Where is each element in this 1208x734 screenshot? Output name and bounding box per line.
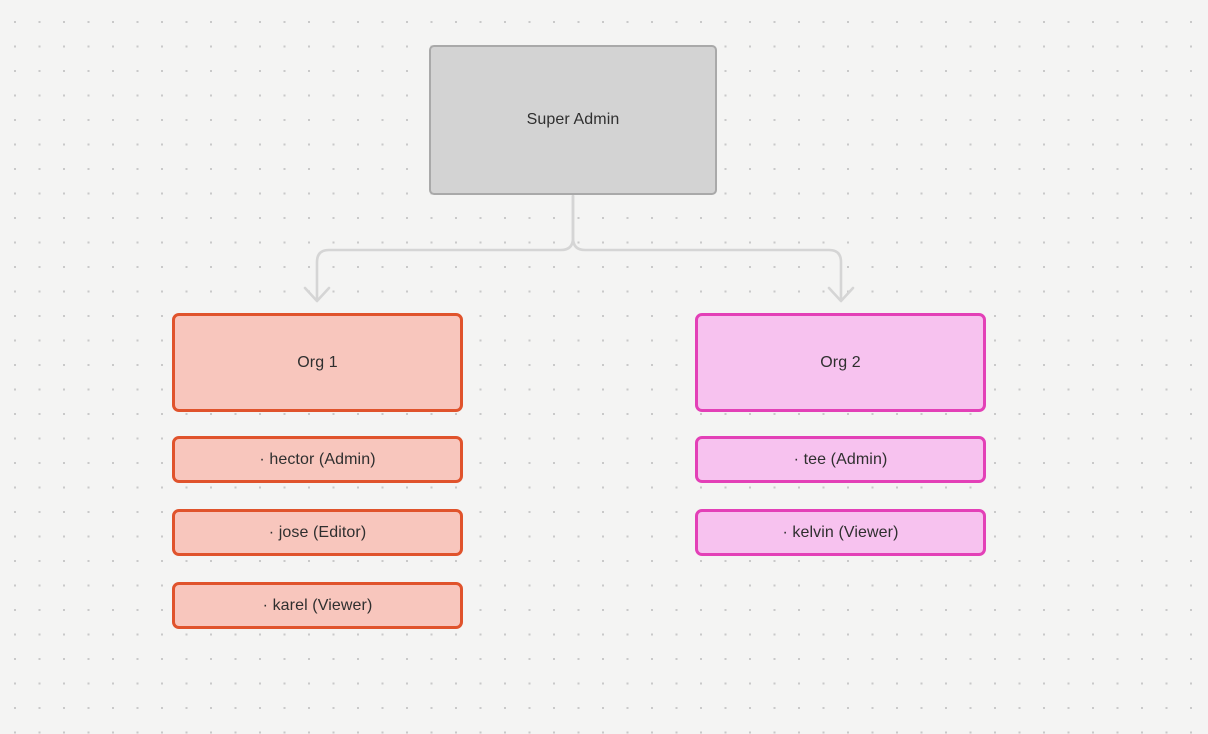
arrowhead-org1-icon xyxy=(303,286,331,303)
node-org-1-label: Org 1 xyxy=(297,353,338,371)
arrowhead-org2-icon xyxy=(827,286,855,303)
node-super-admin[interactable]: Super Admin xyxy=(429,45,717,195)
node-member-tee[interactable]: · tee (Admin) xyxy=(695,436,986,483)
node-super-admin-label: Super Admin xyxy=(526,111,620,129)
node-org-2[interactable]: Org 2 xyxy=(695,313,986,412)
node-member-karel-label: · karel (Viewer) xyxy=(262,596,373,614)
node-member-hector-label: · hector (Admin) xyxy=(259,450,376,468)
node-org-2-label: Org 2 xyxy=(820,353,861,371)
node-member-jose[interactable]: · jose (Editor) xyxy=(172,509,463,556)
node-member-kelvin-label: · kelvin (Viewer) xyxy=(782,523,899,541)
node-member-hector[interactable]: · hector (Admin) xyxy=(172,436,463,483)
edge-root-to-org2 xyxy=(571,194,843,302)
node-member-tee-label: · tee (Admin) xyxy=(793,450,888,468)
node-member-jose-label: · jose (Editor) xyxy=(268,523,367,541)
node-org-1[interactable]: Org 1 xyxy=(172,313,463,412)
node-member-kelvin[interactable]: · kelvin (Viewer) xyxy=(695,509,986,556)
edge-root-to-org1 xyxy=(315,194,575,302)
node-member-karel[interactable]: · karel (Viewer) xyxy=(172,582,463,629)
